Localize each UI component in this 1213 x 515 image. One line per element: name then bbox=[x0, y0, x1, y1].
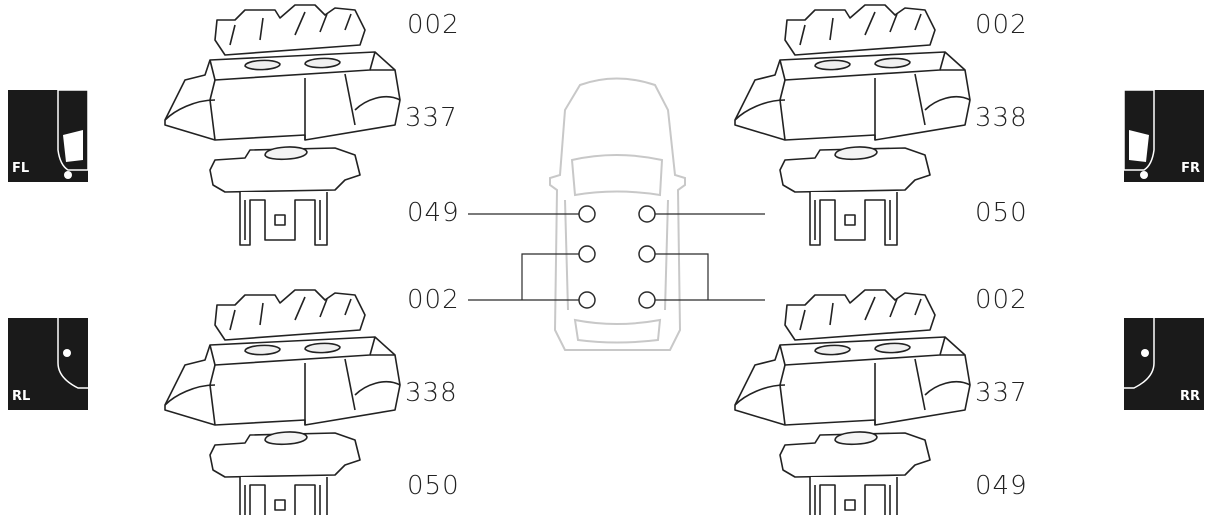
point-mid-right bbox=[638, 245, 656, 263]
label-fl-bottom: 049 bbox=[407, 198, 460, 228]
label-rr-mid: 337 bbox=[975, 378, 1028, 408]
point-rear-right bbox=[638, 291, 656, 309]
label-fr-top: 002 bbox=[975, 10, 1028, 40]
point-mid-left bbox=[578, 245, 596, 263]
point-front-right bbox=[638, 205, 656, 223]
foot-pack-rr bbox=[734, 289, 971, 515]
leader-line-left-bracket bbox=[468, 253, 579, 301]
label-fl-mid: 337 bbox=[405, 103, 458, 133]
leader-line-right-bracket bbox=[655, 253, 765, 301]
badge-fr: FR bbox=[1124, 90, 1204, 182]
foot-pack-fl bbox=[164, 4, 401, 246]
badge-rr: RR bbox=[1124, 318, 1204, 410]
attachment-points bbox=[578, 205, 656, 309]
label-fl-top: 002 bbox=[407, 10, 460, 40]
car-top-view bbox=[549, 77, 686, 351]
badge-label-fl: FL bbox=[12, 161, 30, 176]
label-rl-bottom: 050 bbox=[407, 471, 460, 501]
door-icon bbox=[1124, 90, 1155, 179]
label-rl-top: 002 bbox=[407, 285, 460, 315]
badge-label-rr: RR bbox=[1179, 389, 1200, 404]
point-rear-left bbox=[578, 291, 596, 309]
badge-label-rl: RL bbox=[12, 389, 31, 404]
foot-pack-fr bbox=[734, 4, 971, 246]
label-fr-mid: 338 bbox=[975, 103, 1028, 133]
label-rr-top: 002 bbox=[975, 285, 1028, 315]
door-icon bbox=[57, 318, 88, 389]
badge-rl: RL bbox=[8, 318, 88, 410]
door-icon bbox=[1124, 318, 1155, 389]
leader-lines bbox=[468, 213, 765, 301]
door-icon bbox=[57, 90, 88, 179]
label-rr-bottom: 049 bbox=[975, 471, 1028, 501]
label-rl-mid: 338 bbox=[405, 378, 458, 408]
point-front-left bbox=[578, 205, 596, 223]
badge-label-fr: FR bbox=[1181, 161, 1200, 176]
label-fr-bottom: 050 bbox=[975, 198, 1028, 228]
foot-pack-rl bbox=[164, 289, 401, 515]
badge-fl: FL bbox=[8, 90, 88, 182]
